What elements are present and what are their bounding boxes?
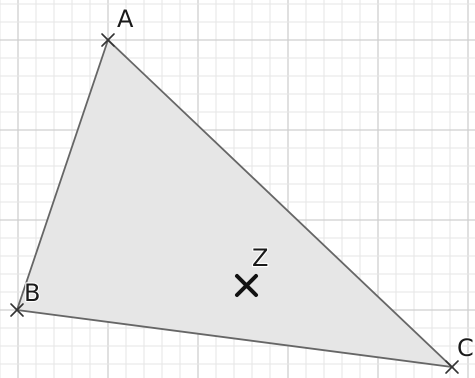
vertex-a-label: A [117,5,134,33]
vertex-a-marker [101,33,115,47]
point-z-label: Z [252,244,268,272]
vertex-b-marker [10,303,24,317]
vertex-c-label: C [457,334,474,362]
vertex-c-marker [445,360,459,374]
point-z-marker [235,274,258,297]
vertex-b-label: B [24,279,40,307]
triangle-abc [15,38,455,369]
